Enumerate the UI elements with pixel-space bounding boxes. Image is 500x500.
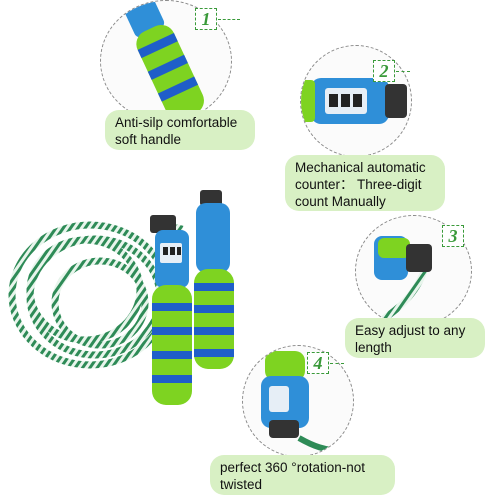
jump-rope-product-image	[0, 185, 260, 495]
callout-number-4: 4	[307, 352, 329, 374]
callout-4-line-2: twisted	[220, 477, 263, 492]
callout-text-1: Anti-silp comfortable soft handle	[105, 110, 255, 150]
callout-2-line-1: Mechanical automatic	[295, 160, 426, 175]
swivel-detail-icon	[242, 345, 354, 457]
callout-1-line-1: Anti-silp comfortable	[115, 115, 238, 130]
callout-2-line-2: counter： Three-digit	[295, 177, 422, 192]
callout-connector-1	[218, 19, 240, 20]
callout-text-3: Easy adjust to any length	[345, 318, 485, 358]
callout-3-line-1: Easy adjust to any	[355, 323, 466, 338]
callout-number-1: 1	[195, 8, 217, 30]
callout-number-3: 3	[442, 225, 464, 247]
callout-text-2: Mechanical automatic counter： Three-digi…	[285, 155, 445, 211]
callout-text-4: perfect 360 °rotation-not twisted	[210, 455, 395, 495]
callout-connector-2	[396, 71, 410, 72]
counter-detail-icon	[300, 45, 412, 157]
callout-2-line-3: count Manually	[295, 194, 386, 209]
callout-connector-4	[330, 363, 344, 364]
callout-4-line-1: perfect 360 °rotation-not	[220, 460, 365, 475]
callout-3-line-2: length	[355, 340, 392, 355]
callout-1-line-2: soft handle	[115, 132, 182, 147]
callout-number-2: 2	[373, 60, 395, 82]
